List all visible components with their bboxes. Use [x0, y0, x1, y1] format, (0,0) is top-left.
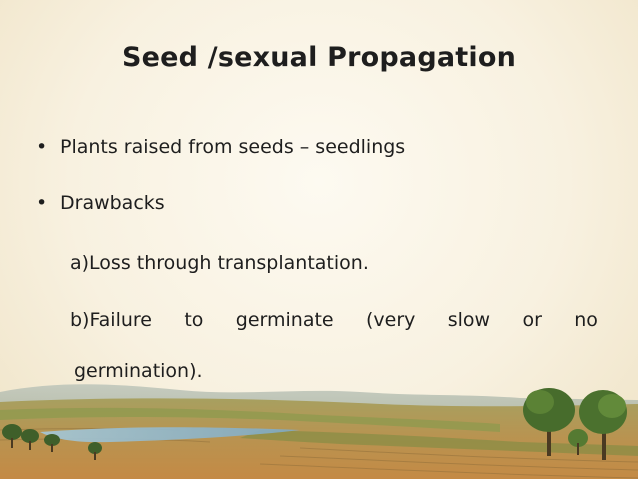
subitem-word: b)Failure	[70, 309, 152, 331]
slide-title: Seed /sexual Propagation	[121, 42, 517, 73]
subitem-word: or	[522, 309, 542, 331]
subitem-word: (very	[365, 309, 416, 331]
bullet-text: Plants raised from seeds – seedlings	[60, 136, 406, 158]
right-trees	[523, 388, 627, 460]
subitem-germination-continued: germination).	[74, 360, 203, 382]
bullet-marker: •	[36, 136, 48, 158]
subitem-word: germinate	[235, 309, 334, 331]
left-trees	[2, 424, 102, 460]
river	[40, 427, 300, 443]
bullet-text: Drawbacks	[60, 192, 165, 214]
bullet-drawbacks: • Drawbacks	[36, 192, 165, 214]
subitem-loss-transplantation: a)Loss through transplantation.	[70, 252, 369, 274]
bullet-marker: •	[36, 192, 48, 214]
bullet-seedlings: • Plants raised from seeds – seedlings	[36, 136, 405, 158]
subitem-word: slow	[447, 309, 491, 331]
subitem-failure-germinate: b)Failure to germinate (very slow or no	[70, 309, 598, 331]
subitem-word: to	[184, 309, 204, 331]
subitem-word: no	[574, 309, 598, 331]
